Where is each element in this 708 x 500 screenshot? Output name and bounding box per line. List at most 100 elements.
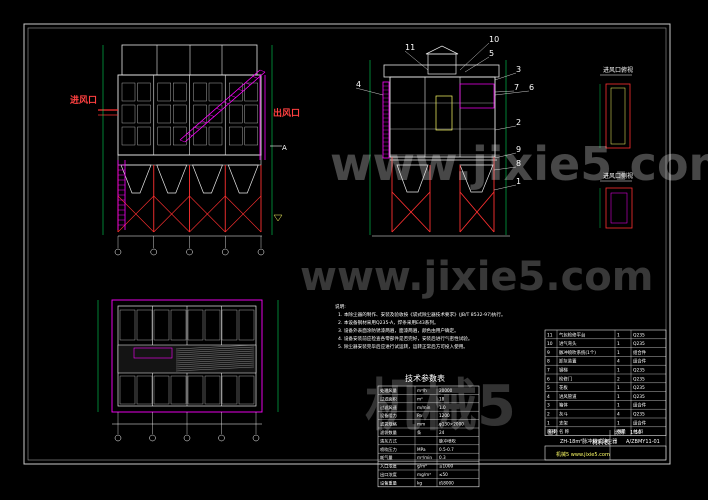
drawing-border-outer bbox=[23, 23, 671, 465]
bom-cell: Q235 bbox=[633, 332, 645, 338]
footer-site: 机械5 www.jixie5.com bbox=[556, 451, 610, 458]
bom-cell: Q235 bbox=[633, 376, 645, 382]
watermark-mid: www.jixie5.com bbox=[300, 254, 653, 300]
bom-cell: 灰斗 bbox=[559, 411, 568, 418]
callout-number: 5 bbox=[489, 49, 494, 58]
watermark-main: www.jixie5.com bbox=[330, 137, 708, 191]
bom-cell: 2 bbox=[617, 376, 620, 382]
duct-hatch bbox=[383, 85, 389, 155]
tech-table-cell: m³/min bbox=[417, 455, 432, 460]
roof-box bbox=[121, 44, 258, 76]
bom-cell: 8 bbox=[547, 359, 550, 365]
bom-cell: 2 bbox=[547, 412, 550, 418]
callout-number: 3 bbox=[516, 65, 521, 74]
note-line: 1. 本除尘器的制作、安装及验收按《袋式除尘器技术要求》(JB/T 8532-9… bbox=[338, 311, 506, 318]
drawing-name: ZH-18m²脉冲袋式除尘器 bbox=[560, 438, 617, 445]
detail-view-bottom: 进风口侧视 bbox=[599, 172, 633, 229]
tech-table-cell: MPa bbox=[417, 447, 426, 452]
sheet-label: 图号 bbox=[548, 430, 558, 436]
section-a-label: A bbox=[282, 144, 287, 152]
bom-cell: Q235 bbox=[633, 412, 645, 418]
bom-cell: 组合件 bbox=[633, 358, 647, 365]
callout-number: 8 bbox=[516, 159, 521, 168]
tech-table-cell: 入口浓度 bbox=[380, 463, 398, 470]
inlet-label: 进风口 bbox=[70, 94, 97, 106]
bom-cell: 检修门 bbox=[559, 375, 572, 382]
tech-table-cell: 设备重量 bbox=[380, 479, 397, 486]
plan-inlet bbox=[117, 344, 257, 374]
watermark-site: 机械5 bbox=[365, 374, 516, 439]
note-line: 3. 设备外表面涂防锈漆两遍，面漆两遍，颜色由用户确定。 bbox=[338, 327, 459, 334]
tech-table-cell: kg bbox=[417, 480, 422, 485]
title-block: ZH-18m²脉冲袋式除尘器 A/ZBMY11-01 比例 1:50 图号 机械… bbox=[544, 429, 667, 461]
tech-table-cell: 18 bbox=[439, 396, 445, 401]
bom-cell: 11 bbox=[547, 332, 553, 338]
side-inlet-duct bbox=[382, 81, 390, 159]
note-line: 5. 除尘器安装完毕后应进行试运转，运转正常后方可投入使用。 bbox=[338, 343, 468, 350]
detail-view-top: 进风口俯视 bbox=[599, 66, 633, 149]
bom-cell: 钢梯 bbox=[559, 367, 568, 374]
tech-table-cell: g/m³ bbox=[417, 464, 427, 469]
bom-cell: 5 bbox=[547, 385, 550, 391]
bom-cell: 序号 bbox=[547, 428, 556, 435]
scale-value: 1:50 bbox=[630, 430, 641, 436]
tech-table-cell: 24 bbox=[439, 430, 445, 435]
plan-grid bbox=[119, 306, 255, 406]
tech-table-cell: 滤袋规格 bbox=[380, 421, 398, 428]
bom-title: 材料表 bbox=[592, 439, 610, 447]
bom-cell: 组合件 bbox=[633, 419, 647, 426]
tech-table-cell: 0.5-0.7 bbox=[439, 447, 454, 452]
tech-table-cell: 清灰方式 bbox=[380, 437, 398, 444]
access-door bbox=[435, 95, 453, 131]
bom-cell: Q235 bbox=[633, 394, 645, 400]
tech-table-cell: m/min bbox=[417, 405, 431, 410]
side-housing bbox=[389, 76, 496, 158]
bom-cell: 1 bbox=[617, 394, 620, 400]
bom-cell: 组合件 bbox=[633, 349, 647, 356]
bom-cell: 4 bbox=[617, 359, 620, 365]
tech-table-cell: 喷吹压力 bbox=[380, 446, 397, 453]
front-elevation-view: 进风口 出风口 A bbox=[70, 44, 300, 256]
tech-table-cell: 设备阻力 bbox=[380, 412, 397, 419]
callout-number: 4 bbox=[356, 80, 361, 89]
hoppers bbox=[120, 164, 259, 194]
bom-cell: 花板 bbox=[559, 384, 568, 391]
tech-table-cell: 耗气量 bbox=[380, 454, 393, 461]
callout-number: 1 bbox=[516, 177, 521, 186]
stair-ladder bbox=[117, 69, 266, 230]
note-line: 2. 本设备钢材采用Q235-A，焊条采用E43系列。 bbox=[338, 319, 439, 326]
plan-dimensions bbox=[114, 412, 260, 442]
drawing-number: A/ZBMY11-01 bbox=[626, 439, 660, 445]
bom-cell: 1 bbox=[617, 420, 620, 426]
drawing-border-inner bbox=[27, 27, 667, 461]
scale-label: 比例 bbox=[614, 429, 624, 436]
bom-cell: 1 bbox=[547, 420, 550, 426]
tech-table-cell: 出口浓度 bbox=[380, 471, 398, 478]
bom-cell: Q235 bbox=[633, 368, 645, 374]
tech-table-cell: ≤50 bbox=[439, 472, 448, 477]
tech-table-cell: 条 bbox=[417, 429, 422, 435]
tech-table-title: 技术参数表 bbox=[405, 373, 445, 383]
bom-cell: 4 bbox=[547, 394, 550, 400]
callout-number: 2 bbox=[516, 118, 521, 127]
bom-cell: 9 bbox=[547, 350, 550, 356]
bom-cell: 数量 bbox=[617, 428, 626, 435]
detail-bottom-title: 进风口侧视 bbox=[603, 172, 633, 180]
tech-table-cell: 1200 bbox=[439, 413, 450, 418]
bom-cell: 1 bbox=[617, 341, 620, 347]
callout-number: 11 bbox=[405, 43, 415, 52]
tech-table-cell: 20000 bbox=[439, 388, 453, 393]
housing-panel-grid bbox=[121, 75, 258, 155]
bom-cell: 3 bbox=[547, 403, 550, 409]
bom-cell: 6 bbox=[547, 376, 550, 382]
tech-table-cell: 0.3 bbox=[439, 455, 446, 460]
tech-table-cell: 处理风量 bbox=[380, 387, 397, 394]
bom-cell: 组合件 bbox=[633, 402, 647, 409]
note-line: 说明: bbox=[335, 303, 346, 310]
outlet-label: 出风口 bbox=[273, 107, 300, 119]
detail-top-title: 进风口俯视 bbox=[603, 66, 633, 74]
tech-table-cell: φ130×2000 bbox=[439, 422, 464, 427]
callout-number: 6 bbox=[529, 83, 534, 92]
